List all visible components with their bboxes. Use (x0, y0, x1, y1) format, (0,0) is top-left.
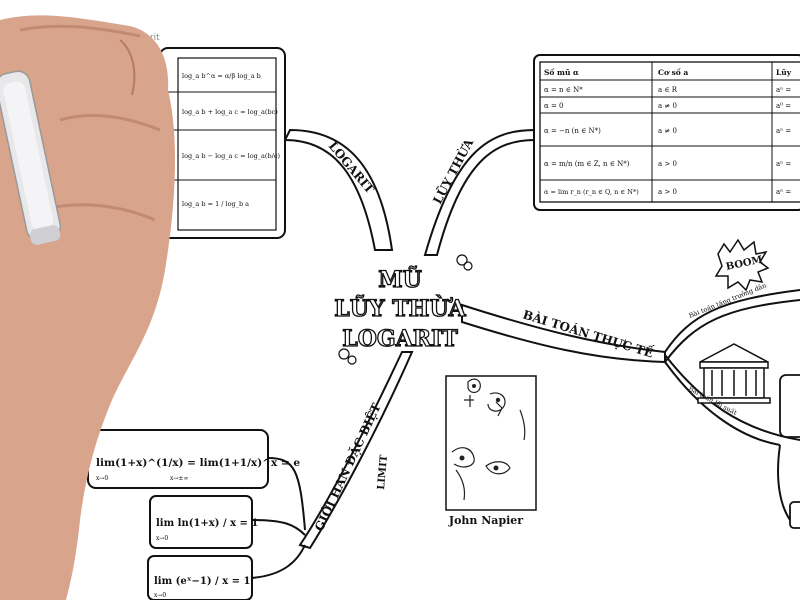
log-formula-box: log_a b^α = α/β log_a b log_a b + log_a … (135, 47, 286, 239)
limit-sub-4: x→0 (154, 592, 166, 599)
doodle-swirl-icon (338, 254, 473, 365)
center-line-1: MŨ (378, 266, 422, 293)
power-cell: aⁿ = (776, 127, 791, 135)
power-cell: a⁰ = (776, 102, 791, 110)
branch-label-logarit: LOGARIT (326, 139, 377, 196)
limit-sub-2: x→±∞ (170, 475, 188, 482)
power-cell: α = 0 (544, 102, 564, 110)
log-rule-1: log_a b^α = α/β log_a b (182, 72, 261, 80)
limit-sub-1: x→0 (96, 475, 108, 482)
log-rule-4: log_a b = 1 / log_b a (182, 200, 249, 208)
gioi-han-branch (298, 351, 414, 550)
power-cell: a ≠ 0 (658, 102, 677, 110)
center-line-3: LOGARIT (342, 326, 458, 352)
john-napier-portrait: John Napier (445, 375, 537, 527)
limit-box-1: lim(1+x)^(1/x) = lim(1+1/x)^x = e x→0 x→… (87, 429, 300, 489)
power-header-base: Cơ số a (658, 68, 688, 77)
limit-box-2: lim ln(1+x) / x = 1 x→0 (149, 495, 258, 549)
branch-label-limit: LIMIT (376, 454, 390, 490)
power-cell: aⁿ = (776, 188, 791, 196)
boom-icon: BOOM (714, 238, 770, 292)
luy-thua-branch (423, 128, 536, 256)
portrait-caption: John Napier (448, 514, 523, 527)
bank-building-icon (697, 343, 771, 404)
limit-box-3: lim (eˣ−1) / x = 1 x→0 (147, 555, 253, 600)
limit-formula-3: lim (eˣ−1) / x = 1 (154, 576, 250, 587)
power-header-exponent: Số mũ α (544, 68, 579, 77)
limit-formula-2: lim ln(1+x) / x = 1 (156, 518, 258, 529)
hand-holding-marker-icon (0, 15, 176, 600)
log-rule-3: log_a b − log_a c = log_a(b/c) (182, 152, 280, 160)
power-cell: α = n ∈ N* (544, 86, 583, 94)
limit-formula-1: lim(1+x)^(1/x) = lim(1+1/x)^x = e (96, 457, 300, 469)
branch-label-gioi-han: GIỚI HẠN ĐẶC BIỆT (310, 400, 383, 533)
power-cell: a ≠ 0 (658, 127, 677, 135)
power-header-power: Lũy (776, 68, 792, 77)
power-cell: α = lim r_n (r_n ∈ Q, n ∈ N*) (544, 188, 639, 196)
power-cell: a ∈ R (658, 86, 678, 94)
right-edge-boxes (779, 374, 800, 529)
center-title: MŨ LŨY THỪA LOGARIT (334, 265, 468, 352)
power-table: Số mũ α Cơ số a Lũy α = n ∈ N* a ∈ R aⁿ … (533, 54, 800, 211)
power-cell: aⁿ = (776, 86, 791, 94)
bank-branch (664, 354, 800, 441)
power-cell: a > 0 (658, 160, 677, 168)
logarit-branch (283, 128, 394, 251)
log-rule-2: log_a b + log_a c = log_a(bc) (182, 108, 278, 116)
power-cell: α = −n (n ∈ N*) (544, 127, 601, 135)
limit-sub-3: x→0 (156, 535, 168, 542)
power-cell: a > 0 (658, 188, 677, 196)
power-cell: α = m/n (m ∈ Z, n ∈ N*) (544, 160, 630, 168)
power-cell: aⁿ = (776, 160, 791, 168)
growth-branch (664, 289, 800, 353)
center-line-2: LŨY THỪA (334, 295, 466, 322)
